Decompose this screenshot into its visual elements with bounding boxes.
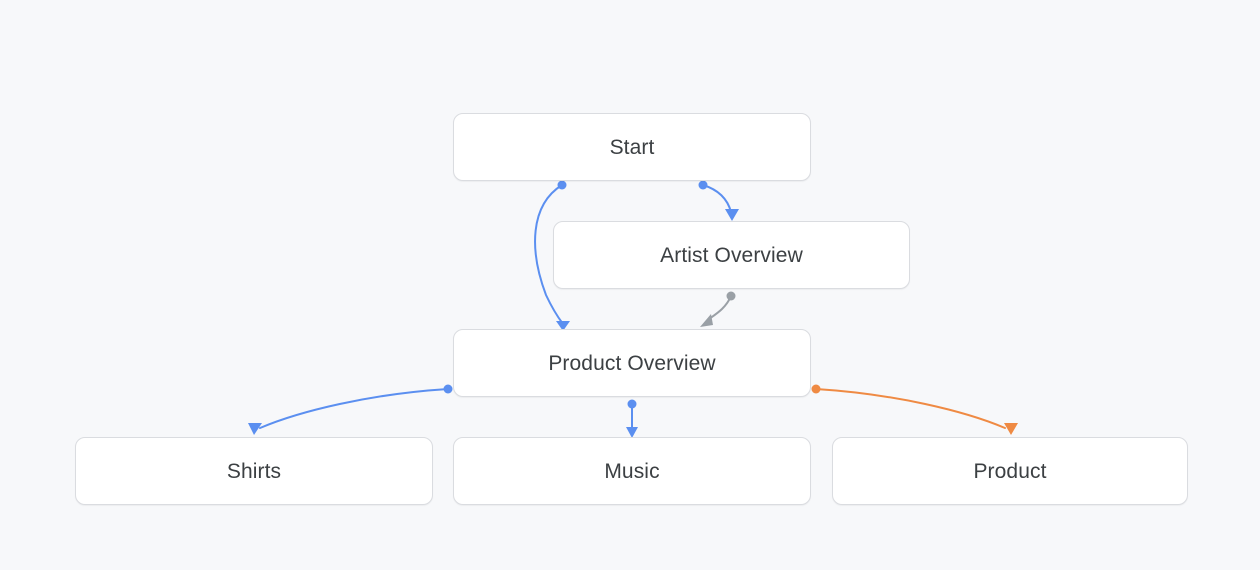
edge-source-dot: [811, 384, 821, 394]
node-product-overview[interactable]: Product Overview: [453, 329, 811, 397]
edge-product-overview-to-music[interactable]: [626, 399, 638, 439]
edge-start-to-artist-overview[interactable]: [698, 180, 740, 222]
node-shirts[interactable]: Shirts: [75, 437, 433, 505]
edge-product-overview-to-product[interactable]: [811, 384, 1019, 436]
node-label: Artist Overview: [660, 243, 803, 267]
edge-source-dot: [443, 384, 453, 394]
edge-source-dot: [726, 291, 736, 301]
node-product[interactable]: Product: [832, 437, 1188, 505]
edge-arrowhead: [248, 423, 262, 435]
edge-artist-overview-to-product-overview[interactable]: [700, 291, 736, 328]
node-label: Shirts: [226, 459, 282, 483]
node-label: Product Overview: [548, 351, 716, 375]
edge-product-overview-to-shirts[interactable]: [248, 384, 453, 436]
node-label: Start: [609, 135, 655, 159]
edge-source-dot: [627, 399, 637, 409]
edge-arrowhead: [700, 314, 713, 327]
node-start[interactable]: Start: [453, 113, 811, 181]
node-label: Product: [973, 459, 1047, 483]
node-music[interactable]: Music: [453, 437, 811, 505]
node-artist-overview[interactable]: Artist Overview: [553, 221, 910, 289]
edge-arrowhead: [725, 209, 739, 221]
node-label: Music: [604, 459, 660, 483]
edge-source-dot: [557, 180, 567, 190]
edge-arrowhead: [1004, 423, 1018, 435]
edge-source-dot: [698, 180, 708, 190]
